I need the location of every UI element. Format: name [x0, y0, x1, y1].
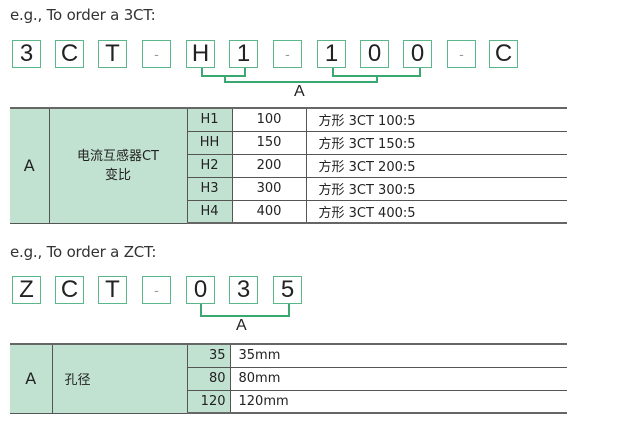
code-cell: 120 — [187, 389, 231, 414]
param-name-line1: 电流互感器CT — [76, 148, 160, 164]
bracket-label: A — [294, 83, 305, 100]
desc-cell: 方形 3CT 300:5 — [305, 176, 567, 201]
param-name-cell: 孔径 — [51, 343, 188, 414]
code-cell: 35 — [186, 343, 231, 368]
table-row: HH 150 方形 3CT 150:5 — [10, 130, 567, 155]
value-cell: 100 — [231, 107, 307, 132]
code-cell: H4 — [187, 199, 233, 224]
code-box-dash: - — [142, 40, 171, 68]
desc-cell: 80mm — [229, 366, 567, 391]
param-name-cell: 电流互感器CT 变比 — [48, 107, 188, 224]
desc-cell: 方形 3CT 100:5 — [305, 107, 567, 132]
bracket-line — [244, 68, 246, 76]
code-box: 1 — [229, 40, 258, 68]
param-cell: A — [10, 107, 50, 224]
code-cell: H1 — [186, 107, 233, 132]
code-box: H — [186, 40, 215, 68]
code-box: 5 — [273, 276, 302, 304]
code-cell: H3 — [187, 176, 233, 201]
table-row: H2 200 方形 3CT 200:5 — [10, 153, 567, 178]
bracket-line — [224, 75, 226, 83]
bracket-label: A — [236, 317, 247, 334]
bracket-line — [200, 304, 202, 316]
bracket-line — [288, 304, 290, 316]
desc-cell: 方形 3CT 200:5 — [305, 153, 567, 178]
heading-3ct: e.g., To order a 3CT: — [10, 6, 156, 24]
code-box: T — [98, 276, 127, 304]
param-name-line2: 变比 — [104, 167, 131, 183]
code-box: 3 — [229, 276, 258, 304]
code-cell: H2 — [187, 153, 233, 178]
bracket-line — [201, 68, 203, 76]
code-box: C — [55, 276, 84, 304]
param-cell: A — [10, 343, 53, 414]
code-box-dash: - — [447, 40, 476, 68]
code-box: C — [489, 40, 518, 68]
bracket-line — [376, 75, 378, 83]
code-box: T — [98, 40, 127, 68]
desc-cell: 方形 3CT 400:5 — [305, 199, 567, 224]
code-box: 1 — [317, 40, 346, 68]
desc-cell: 方形 3CT 150:5 — [305, 130, 567, 155]
desc-cell: 35mm — [229, 343, 567, 368]
code-box-dash: - — [142, 276, 171, 304]
code-box: Z — [12, 276, 41, 304]
heading-zct: e.g., To order a ZCT: — [10, 243, 157, 261]
value-cell: 300 — [231, 176, 307, 201]
table-row: H4 400 方形 3CT 400:5 — [10, 199, 567, 224]
ct-ratio-table: A 电流互感器CT 变比 H1 100 方形 3CT 100:5 HH 150 … — [10, 107, 567, 224]
code-box: 3 — [12, 40, 41, 68]
desc-cell: 120mm — [229, 389, 567, 414]
value-cell: 150 — [231, 130, 307, 155]
bracket-line — [332, 68, 334, 76]
value-cell: 200 — [231, 153, 307, 178]
bore-diameter-table: A 孔径 35 35mm 80 80mm 120 120mm — [10, 343, 567, 414]
code-box: C — [55, 40, 84, 68]
bracket-line — [419, 68, 421, 76]
code-cell: 80 — [187, 366, 231, 391]
code-box: 0 — [186, 276, 215, 304]
code-cell: HH — [187, 130, 233, 155]
code-box-dash: - — [273, 40, 302, 68]
bracket-line — [201, 75, 246, 77]
code-box: 0 — [403, 40, 432, 68]
code-box: 0 — [360, 40, 389, 68]
bracket-line — [224, 81, 378, 83]
table-row: 120 120mm — [10, 389, 567, 414]
bracket-line — [200, 315, 290, 317]
table-row: A 孔径 35 35mm — [10, 343, 567, 414]
value-cell: 400 — [231, 199, 307, 224]
